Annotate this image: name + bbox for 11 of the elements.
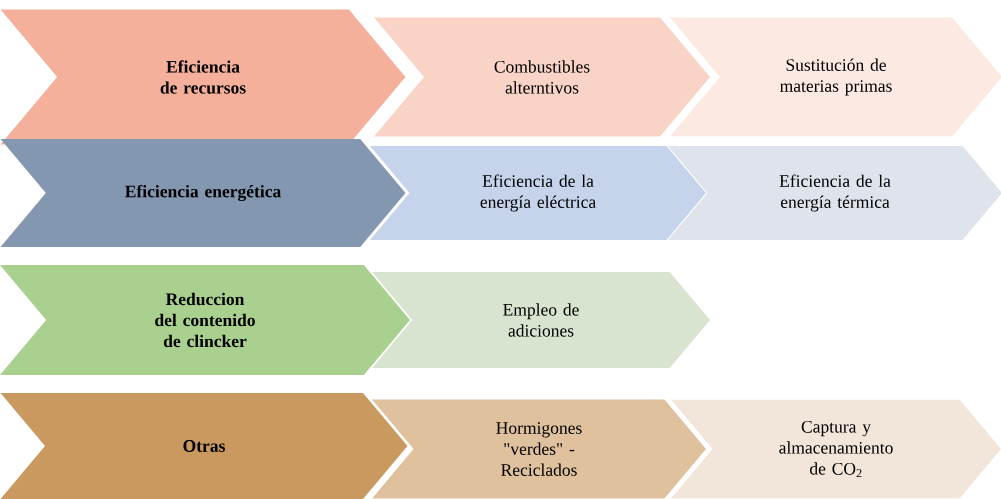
process-step: Reduccion del contenido de clincker [0,265,410,375]
process-step: Eficiencia energética [0,139,406,247]
process-step: Combustibles alterntivos [374,17,710,137]
process-step: Captura y almacenamiento de CO$_{2}$ [671,399,1001,499]
process-step: Eficiencia de la energía eléctrica [370,146,706,240]
process-step: Eficiencia de la energía térmica [668,146,1001,240]
process-step: Eficiencia de recursos [0,9,406,145]
process-step: Hormigones "verdes" - Reciclados [372,399,706,499]
process-step: Otras [0,393,408,499]
process-step: Sustitución de materias primas [670,17,1001,137]
process-step: Empleo de adiciones [372,272,710,368]
